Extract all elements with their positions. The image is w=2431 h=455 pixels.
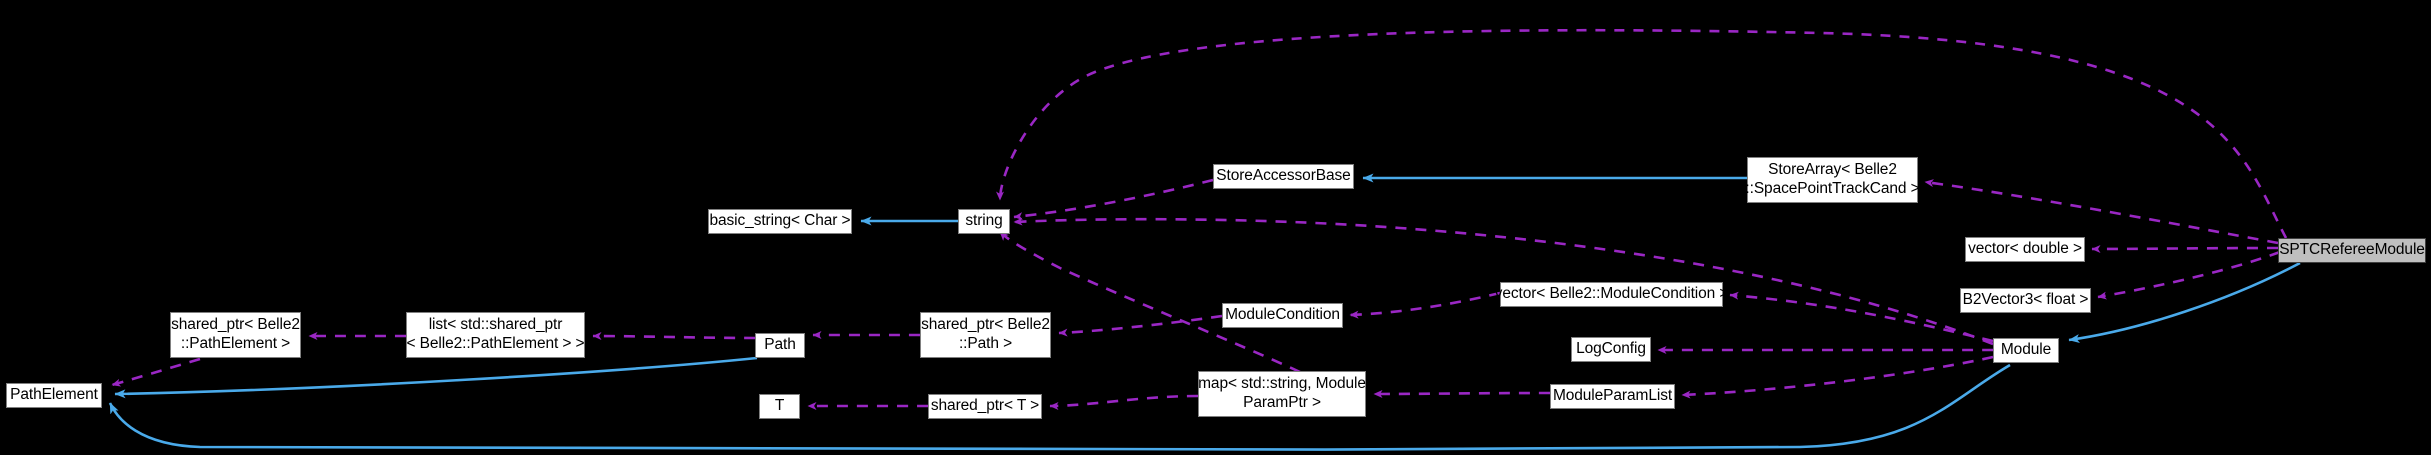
- node-label: shared_ptr< T >: [930, 397, 1040, 415]
- node-store-array-space-point-track-cand[interactable]: StoreArray< Belle2 ::SpacePointTrackCand…: [1745, 157, 1920, 203]
- node-label: list< std::shared_ptr < Belle2::PathElem…: [406, 316, 585, 352]
- edge-pathelement-sharedptrpathelement: [111, 357, 201, 387]
- edge-b2vector3float-sptcrefereemodule: [2097, 250, 2281, 300]
- node-label: vector< double >: [1968, 240, 2082, 258]
- edge-vectordouble-sptcrefereemodule: [2091, 244, 2279, 253]
- node-store-accessor-base[interactable]: StoreAccessorBase: [1213, 164, 1354, 189]
- node-path-element[interactable]: PathElement: [6, 383, 102, 408]
- node-label: shared_ptr< Belle2 ::PathElement >: [171, 316, 300, 352]
- node-sptc-referee-module[interactable]: SPTCRefereeModule: [2278, 238, 2426, 263]
- edge-string-storeaccessorbase: [1013, 178, 1214, 221]
- node-label: StoreArray< Belle2 ::SpacePointTrackCand…: [1745, 161, 1920, 197]
- node-label: SPTCRefereeModule: [2279, 241, 2425, 259]
- node-vector-double[interactable]: vector< double >: [1965, 237, 2085, 262]
- node-shared-ptr-path-element[interactable]: shared_ptr< Belle2 ::PathElement >: [170, 312, 301, 358]
- node-t[interactable]: T: [759, 394, 800, 419]
- usage-edges: [111, 28, 2288, 410]
- node-module-param-list[interactable]: ModuleParamList: [1550, 384, 1675, 409]
- node-b2vector3-float[interactable]: B2Vector3< float >: [1960, 288, 2091, 313]
- edge-sharedptrt-map: [1049, 394, 1199, 410]
- node-label: map< std::string, Module ParamPtr >: [1198, 375, 1366, 411]
- node-label: LogConfig: [1576, 340, 1646, 358]
- node-path[interactable]: Path: [755, 333, 805, 358]
- node-list-shared-ptr-path-element[interactable]: list< std::shared_ptr < Belle2::PathElem…: [406, 312, 585, 358]
- node-string[interactable]: string: [958, 209, 1010, 234]
- node-label: T: [774, 397, 785, 415]
- edge-module-sptcrefereemodule: [2068, 261, 2301, 343]
- node-basic-string-char[interactable]: basic_string< Char >: [708, 209, 852, 234]
- node-label: B2Vector3< float >: [1962, 291, 2089, 309]
- edge-string-module: [1013, 217, 1994, 346]
- node-label: string: [965, 212, 1003, 230]
- edge-mapstringmoduleparamptr-moduleparamlist: [1373, 389, 1551, 398]
- edge-sharedptrpath-modulecondition: [1058, 314, 1223, 337]
- node-label: PathElement: [10, 386, 98, 404]
- edge-pathelement-module: [108, 363, 2011, 452]
- node-label: StoreAccessorBase: [1216, 167, 1351, 185]
- node-label: basic_string< Char >: [709, 212, 851, 230]
- edge-moduleparamlist-module: [1681, 355, 1994, 399]
- edge-storearray-sptcrefereemodule: [1924, 179, 2279, 245]
- edge-string-sptcrefereemodule: [996, 28, 2288, 239]
- node-label: ModuleCondition: [1225, 306, 1340, 324]
- node-log-config[interactable]: LogConfig: [1571, 337, 1651, 362]
- node-shared-ptr-t[interactable]: shared_ptr< T >: [928, 394, 1042, 419]
- node-map-string-module-param-ptr[interactable]: map< std::string, Module ParamPtr >: [1198, 371, 1366, 417]
- node-label: ModuleParamList: [1552, 387, 1673, 405]
- node-module-condition[interactable]: ModuleCondition: [1222, 303, 1343, 328]
- node-label: Path: [764, 336, 796, 354]
- edge-modulecondition-vectormodulecondition: [1349, 291, 1501, 319]
- node-shared-ptr-belle2-path[interactable]: shared_ptr< Belle2 ::Path >: [920, 312, 1051, 358]
- node-label: shared_ptr< Belle2 ::Path >: [921, 316, 1050, 352]
- node-module[interactable]: Module: [1993, 338, 2059, 363]
- edge-string-mapstringmoduleparamptr: [999, 231, 1301, 374]
- node-label: vector< Belle2::ModuleCondition >: [1494, 285, 1729, 303]
- edge-pathelement-path: [114, 356, 758, 399]
- node-vector-module-condition[interactable]: vector< Belle2::ModuleCondition >: [1495, 282, 1728, 307]
- node-label: Module: [2000, 341, 2052, 359]
- edge-list-path: [592, 332, 756, 341]
- edge-vectormodulecondition-module: [1729, 291, 1994, 343]
